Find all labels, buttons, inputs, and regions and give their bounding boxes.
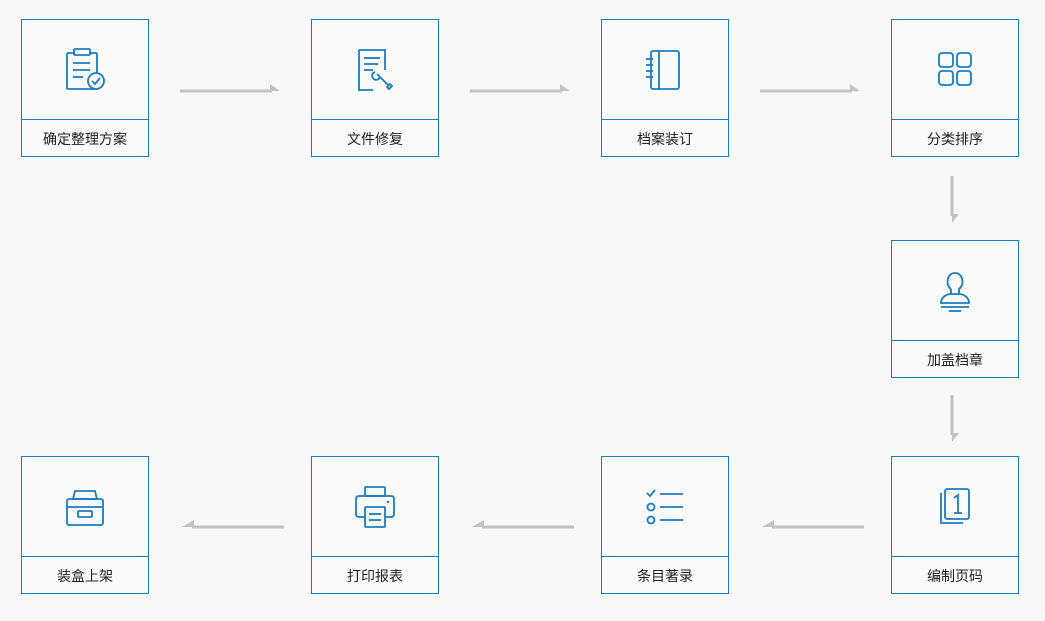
step-label: 编制页码 xyxy=(927,568,983,585)
step-label: 文件修复 xyxy=(347,131,403,148)
step-label: 确定整理方案 xyxy=(43,131,127,148)
step-stamp: 加盖档章 xyxy=(891,240,1019,378)
page-number-icon xyxy=(931,483,979,531)
document-repair-icon xyxy=(351,46,399,94)
step-box-shelve: 装盒上架 xyxy=(21,456,149,594)
printer-icon xyxy=(351,483,399,531)
arrow-left-2 xyxy=(472,520,574,529)
arrow-left-1 xyxy=(762,520,864,529)
step-determine-plan: 确定整理方案 xyxy=(21,19,149,157)
step-label: 条目著录 xyxy=(637,568,693,585)
arrow-right-2 xyxy=(470,84,570,93)
step-label: 打印报表 xyxy=(347,568,403,585)
checklist-icon xyxy=(641,483,689,531)
stamp-icon xyxy=(931,267,979,315)
arrow-down-2 xyxy=(950,395,959,442)
step-label: 分类排序 xyxy=(927,131,983,148)
arrow-right-1 xyxy=(180,84,280,93)
document-check-icon xyxy=(61,46,109,94)
step-file-repair: 文件修复 xyxy=(311,19,439,157)
arrow-right-3 xyxy=(760,84,860,93)
archive-box-icon xyxy=(61,483,109,531)
step-label: 装盒上架 xyxy=(57,568,113,585)
arrow-left-3 xyxy=(182,520,284,529)
step-classify-sort: 分类排序 xyxy=(891,19,1019,157)
step-binding: 档案装订 xyxy=(601,19,729,157)
binder-icon xyxy=(641,46,689,94)
step-catalog-entry: 条目著录 xyxy=(601,456,729,594)
step-page-numbering: 编制页码 xyxy=(891,456,1019,594)
step-label: 加盖档章 xyxy=(927,352,983,369)
arrow-down-1 xyxy=(950,176,959,223)
grid-icon xyxy=(931,46,979,94)
step-label: 档案装订 xyxy=(637,131,693,148)
step-print-report: 打印报表 xyxy=(311,456,439,594)
